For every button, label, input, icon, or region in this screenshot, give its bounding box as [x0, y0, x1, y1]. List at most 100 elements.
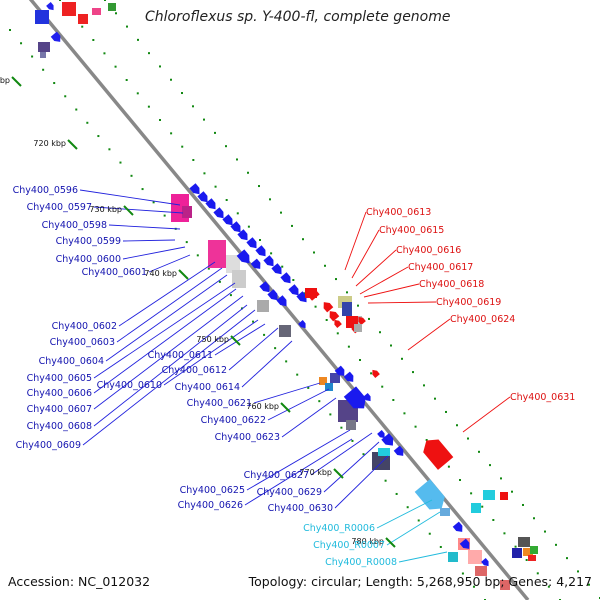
gene-label-right[interactable]: Chy400_0618: [419, 279, 484, 290]
track-dot: [522, 503, 524, 506]
gene-arrow: [250, 258, 261, 269]
track-dot: [362, 453, 365, 456]
gene-label-left[interactable]: Chy400_0625: [180, 485, 245, 496]
gene-arrow: [263, 255, 274, 267]
gene-arrow: [50, 31, 61, 42]
track-dot: [31, 55, 34, 58]
gene-label-rna[interactable]: Chy400_R0007: [313, 540, 385, 551]
gene-label-left[interactable]: Chy400_0600: [56, 254, 121, 265]
gene-label-rna[interactable]: Chy400_R0008: [325, 557, 397, 568]
tick-mark: [67, 139, 78, 150]
gene-label-left[interactable]: Chy400_0621: [187, 398, 252, 409]
track-dot: [86, 121, 89, 124]
gene-label-left[interactable]: Chy400_0610: [97, 380, 162, 391]
gene-arrow: [372, 369, 380, 378]
gene-label-left[interactable]: Chy400_0603: [50, 337, 115, 348]
gene-arrow: [276, 295, 287, 307]
gene-arrow: [393, 445, 404, 456]
track-dot: [302, 238, 304, 241]
gene-block: [468, 550, 482, 564]
gene-label-left[interactable]: Chy400_0597: [27, 202, 92, 213]
gene-label-left[interactable]: Chy400_0612: [162, 365, 227, 376]
gene-label-rna[interactable]: Chy400_R0006: [303, 523, 375, 534]
leader-line: [351, 229, 380, 279]
gene-arrow: [197, 191, 208, 203]
gene-label-left[interactable]: Chy400_0609: [16, 440, 81, 451]
track-dot: [459, 479, 461, 481]
leader-line: [462, 396, 511, 433]
leader-line: [281, 397, 337, 438]
gene-label-left[interactable]: Chy400_0599: [56, 236, 121, 247]
gene-label-left[interactable]: Chy400_0626: [178, 500, 243, 511]
gene-label-left[interactable]: Chy400_0627: [244, 470, 309, 481]
tick-mark: [385, 537, 396, 548]
leader-line: [386, 511, 441, 546]
track-dot: [555, 543, 557, 546]
track-dot: [159, 119, 161, 121]
gene-arrow: [259, 281, 270, 293]
gene-label-right[interactable]: Chy400_0615: [379, 225, 444, 236]
gene-label-right[interactable]: Chy400_0613: [366, 207, 431, 218]
gene-block: [440, 508, 450, 516]
leader-line: [367, 301, 437, 304]
track-dot: [247, 225, 250, 228]
track-dot: [544, 530, 546, 533]
gene-label-left[interactable]: Chy400_0605: [27, 373, 92, 384]
gene-label-left[interactable]: Chy400_0604: [39, 356, 104, 367]
track-dot: [225, 199, 228, 201]
leader-line: [241, 340, 293, 388]
track-dot: [292, 279, 295, 281]
gene-label-left[interactable]: Chy400_0630: [268, 503, 333, 514]
gene-label-left[interactable]: Chy400_0602: [52, 321, 117, 332]
track-dot: [274, 347, 277, 350]
gene-label-right[interactable]: Chy400_0616: [396, 245, 461, 256]
tick-label: 770 kbp: [299, 468, 332, 477]
gene-block: [279, 325, 291, 337]
gene-arrow: [414, 479, 445, 510]
gene-label-left[interactable]: Chy400_0629: [257, 487, 322, 498]
track-dot: [384, 479, 387, 482]
gene-block: [319, 377, 327, 385]
gene-label-left[interactable]: Chy400_0623: [215, 432, 280, 443]
leader-line: [214, 323, 266, 356]
gene-label-right[interactable]: Chy400_0631: [510, 392, 575, 403]
leader-line: [398, 551, 448, 563]
track-dot: [324, 264, 326, 267]
track-dot: [381, 385, 384, 388]
gene-arrow: [230, 221, 241, 233]
gene-arrow: [481, 558, 489, 567]
gene-label-left[interactable]: Chy400_0614: [175, 382, 240, 393]
track-dot: [390, 344, 392, 347]
gene-label-left[interactable]: Chy400_0598: [42, 220, 107, 231]
gene-label-left[interactable]: Chy400_0608: [27, 421, 92, 432]
track-dot: [577, 570, 579, 573]
track-dot: [9, 29, 11, 31]
track-dot: [303, 292, 306, 295]
tick-label: 780 kbp: [351, 537, 384, 546]
tick-mark: [123, 205, 134, 216]
gene-label-left[interactable]: Chy400_0596: [13, 185, 78, 196]
track-dot: [425, 439, 428, 441]
track-dot: [536, 572, 539, 575]
gene-block: [330, 373, 340, 383]
track-dot: [566, 557, 568, 560]
track-dot: [325, 319, 328, 321]
track-dot: [42, 68, 45, 71]
gene-arrow: [255, 245, 266, 257]
gene-label-left[interactable]: Chy400_0622: [201, 415, 266, 426]
gene-label-right[interactable]: Chy400_0624: [450, 314, 515, 325]
gene-label-left[interactable]: Chy400_0606: [27, 388, 92, 399]
gene-arrow: [343, 386, 366, 409]
gene-label-left[interactable]: Chy400_0611: [148, 350, 213, 361]
track-dot: [417, 519, 420, 522]
gene-label-left[interactable]: Chy400_0601: [82, 267, 147, 278]
gene-label-right[interactable]: Chy400_0617: [408, 262, 473, 273]
gene-label-left[interactable]: Chy400_0607: [27, 404, 92, 415]
gene-arrow: [377, 430, 385, 439]
track-dot: [247, 171, 249, 174]
gene-label-right[interactable]: Chy400_0619: [436, 297, 501, 308]
gene-arrow: [46, 2, 54, 11]
gene-arrow: [329, 311, 340, 322]
track-dot: [445, 410, 447, 413]
genome-info-text: Topology: circular; Length: 5,268,950 bp…: [248, 574, 592, 589]
